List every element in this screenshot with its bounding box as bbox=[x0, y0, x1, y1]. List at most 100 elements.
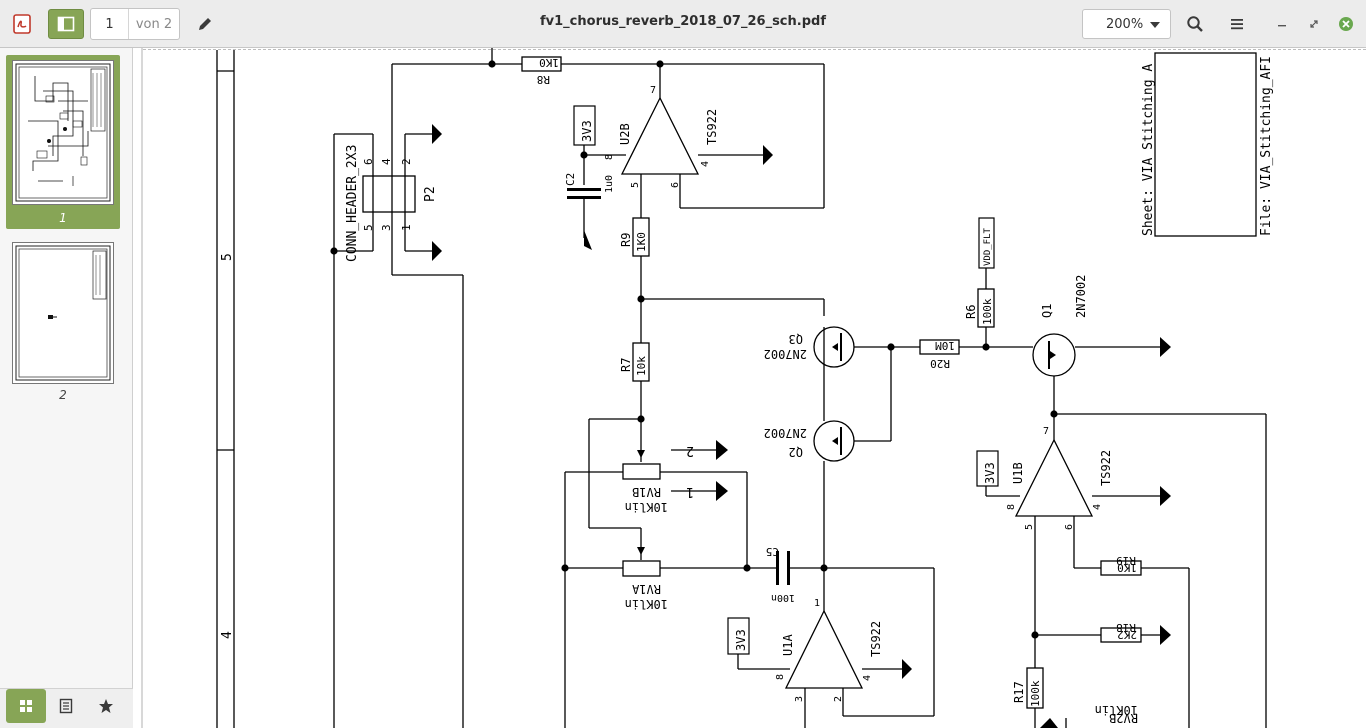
opamp-ref: U2B bbox=[618, 123, 632, 145]
resistor-value: 1K0 bbox=[539, 56, 559, 69]
zoom-select[interactable]: 200% bbox=[1082, 9, 1171, 39]
pin-label: 5 bbox=[362, 224, 375, 231]
resistor-ref: R7 bbox=[619, 358, 633, 372]
transistor-ref: Q1 bbox=[1040, 304, 1054, 318]
thumbnail-page-2[interactable]: 2 bbox=[6, 241, 120, 406]
pin-label: 1 bbox=[400, 224, 413, 231]
thumbnail-sidebar: 1 2 bbox=[0, 48, 133, 728]
sidebar-toggle-icon bbox=[57, 16, 75, 32]
power-label: 3V3 bbox=[983, 462, 997, 484]
tab-outline[interactable] bbox=[46, 689, 86, 723]
star-icon bbox=[99, 699, 113, 713]
resistor-value: 1K0 bbox=[635, 232, 648, 252]
search-icon bbox=[1187, 16, 1203, 32]
resistor-value: 1K0 bbox=[1117, 561, 1137, 574]
header-bar: 1 von 2 fv1_chorus_reverb_2018_07_26_sch… bbox=[0, 0, 1366, 48]
thumbnail-label: 2 bbox=[59, 388, 67, 402]
thumbnail-label: 1 bbox=[59, 211, 67, 225]
resistor-value: 10M bbox=[935, 339, 955, 352]
page-number-field[interactable]: 1 von 2 bbox=[90, 8, 180, 40]
thumbnail-page-1[interactable]: 1 bbox=[6, 55, 120, 229]
pin-label: 4 bbox=[700, 161, 711, 167]
header-name-label: CONN_HEADER_2X3 bbox=[345, 145, 360, 262]
zoom-value: 200% bbox=[1106, 16, 1144, 32]
pot-value: 10Klin bbox=[625, 597, 668, 611]
pot-ref: RV1A bbox=[631, 582, 661, 596]
pin-label: 8 bbox=[775, 674, 786, 680]
pot-value: 10Klin bbox=[1095, 703, 1138, 717]
transistor-ref: Q2 bbox=[789, 445, 803, 459]
pin-label: 6 bbox=[362, 158, 375, 165]
page-thumbnail-image bbox=[12, 242, 114, 384]
pin-label: 7 bbox=[650, 85, 656, 96]
pin-label: 4 bbox=[862, 675, 873, 681]
power-label: VDD_FLT bbox=[983, 227, 993, 266]
opamp-part: TS922 bbox=[869, 621, 883, 657]
pdf-app-icon[interactable] bbox=[8, 9, 36, 39]
pin-label: 2 bbox=[400, 158, 413, 165]
opamp-part: TS922 bbox=[705, 109, 719, 145]
chevron-down-icon bbox=[1150, 22, 1160, 28]
pot-value: 10Klin bbox=[625, 500, 668, 514]
resistor-value: 2K2 bbox=[1117, 628, 1137, 641]
document-icon bbox=[59, 698, 73, 714]
net-label: 1 bbox=[686, 484, 694, 499]
opamp-part: TS922 bbox=[1099, 450, 1113, 486]
pin-label: 6 bbox=[1064, 524, 1075, 530]
minimize-icon bbox=[1278, 25, 1286, 27]
pin-label: 4 bbox=[380, 158, 393, 165]
resistor-ref: R17 bbox=[1012, 681, 1026, 703]
grid-icon bbox=[20, 700, 32, 712]
power-label: 3V3 bbox=[580, 120, 594, 142]
annotate-button[interactable] bbox=[192, 9, 218, 39]
pin-label: 8 bbox=[604, 154, 615, 160]
pencil-icon bbox=[199, 18, 211, 30]
pot-ref: RV1B bbox=[632, 485, 661, 499]
search-button[interactable] bbox=[1182, 9, 1208, 39]
opamp-ref: U1B bbox=[1011, 462, 1025, 484]
pin-label: 4 bbox=[1092, 504, 1103, 510]
sheet-name-label: Sheet: VIA_Stitching_A bbox=[1141, 64, 1156, 236]
pin-label: 2 bbox=[833, 696, 844, 702]
capacitor-value: 100n bbox=[771, 592, 795, 603]
resistor-ref: R8 bbox=[537, 73, 550, 86]
pin-label: 8 bbox=[1006, 504, 1017, 510]
tab-thumbnails[interactable] bbox=[6, 689, 46, 723]
close-icon bbox=[1339, 17, 1353, 31]
header-ref-label: P2 bbox=[423, 186, 438, 202]
resistor-ref: R19 bbox=[1116, 554, 1136, 567]
resistor-ref: R20 bbox=[930, 357, 950, 370]
page-top-border bbox=[143, 49, 1366, 50]
resistor-value: 100k bbox=[1029, 680, 1042, 707]
resistor-ref: R18 bbox=[1116, 621, 1136, 634]
maximize-icon bbox=[1310, 20, 1318, 28]
frame-label: 5 bbox=[220, 253, 235, 261]
main-menu-button[interactable] bbox=[1224, 9, 1250, 39]
resistor-value: 10k bbox=[635, 356, 648, 376]
sidebar-tab-bar bbox=[0, 688, 133, 728]
resistor-ref: R9 bbox=[619, 233, 633, 247]
frame-label: 4 bbox=[220, 631, 235, 639]
close-button[interactable] bbox=[1336, 9, 1356, 39]
schematic-page: 5 4 CONN_HEADER_2X3 P2 6 4 2 5 3 1 1K0 R… bbox=[216, 48, 1274, 728]
capacitor-value: 1u0 bbox=[604, 175, 615, 193]
pin-label: 5 bbox=[1024, 524, 1035, 530]
tab-bookmarks[interactable] bbox=[86, 689, 126, 723]
document-view[interactable]: 5 4 CONN_HEADER_2X3 P2 6 4 2 5 3 1 1K0 R… bbox=[133, 48, 1366, 728]
current-page-input[interactable]: 1 bbox=[91, 9, 129, 39]
pot-ref: RV2B bbox=[1109, 711, 1138, 725]
transistor-part: 2N7002 bbox=[764, 426, 807, 440]
document-title: fv1_chorus_reverb_2018_07_26_sch.pdf bbox=[540, 14, 826, 29]
pin-label: 5 bbox=[630, 182, 641, 188]
transistor-part: 2N7002 bbox=[1074, 275, 1088, 318]
minimize-button[interactable] bbox=[1272, 9, 1292, 39]
pin-label: 1 bbox=[814, 598, 820, 609]
resistor-ref: R6 bbox=[964, 305, 978, 319]
sidebar-toggle-button[interactable] bbox=[48, 9, 84, 39]
power-label: 3V3 bbox=[734, 629, 748, 651]
pin-label: 3 bbox=[794, 696, 805, 702]
maximize-button[interactable] bbox=[1304, 9, 1324, 39]
sheet-file-label: File: VIA_Stitching_AFI bbox=[1259, 56, 1274, 236]
page-edge bbox=[141, 48, 143, 728]
